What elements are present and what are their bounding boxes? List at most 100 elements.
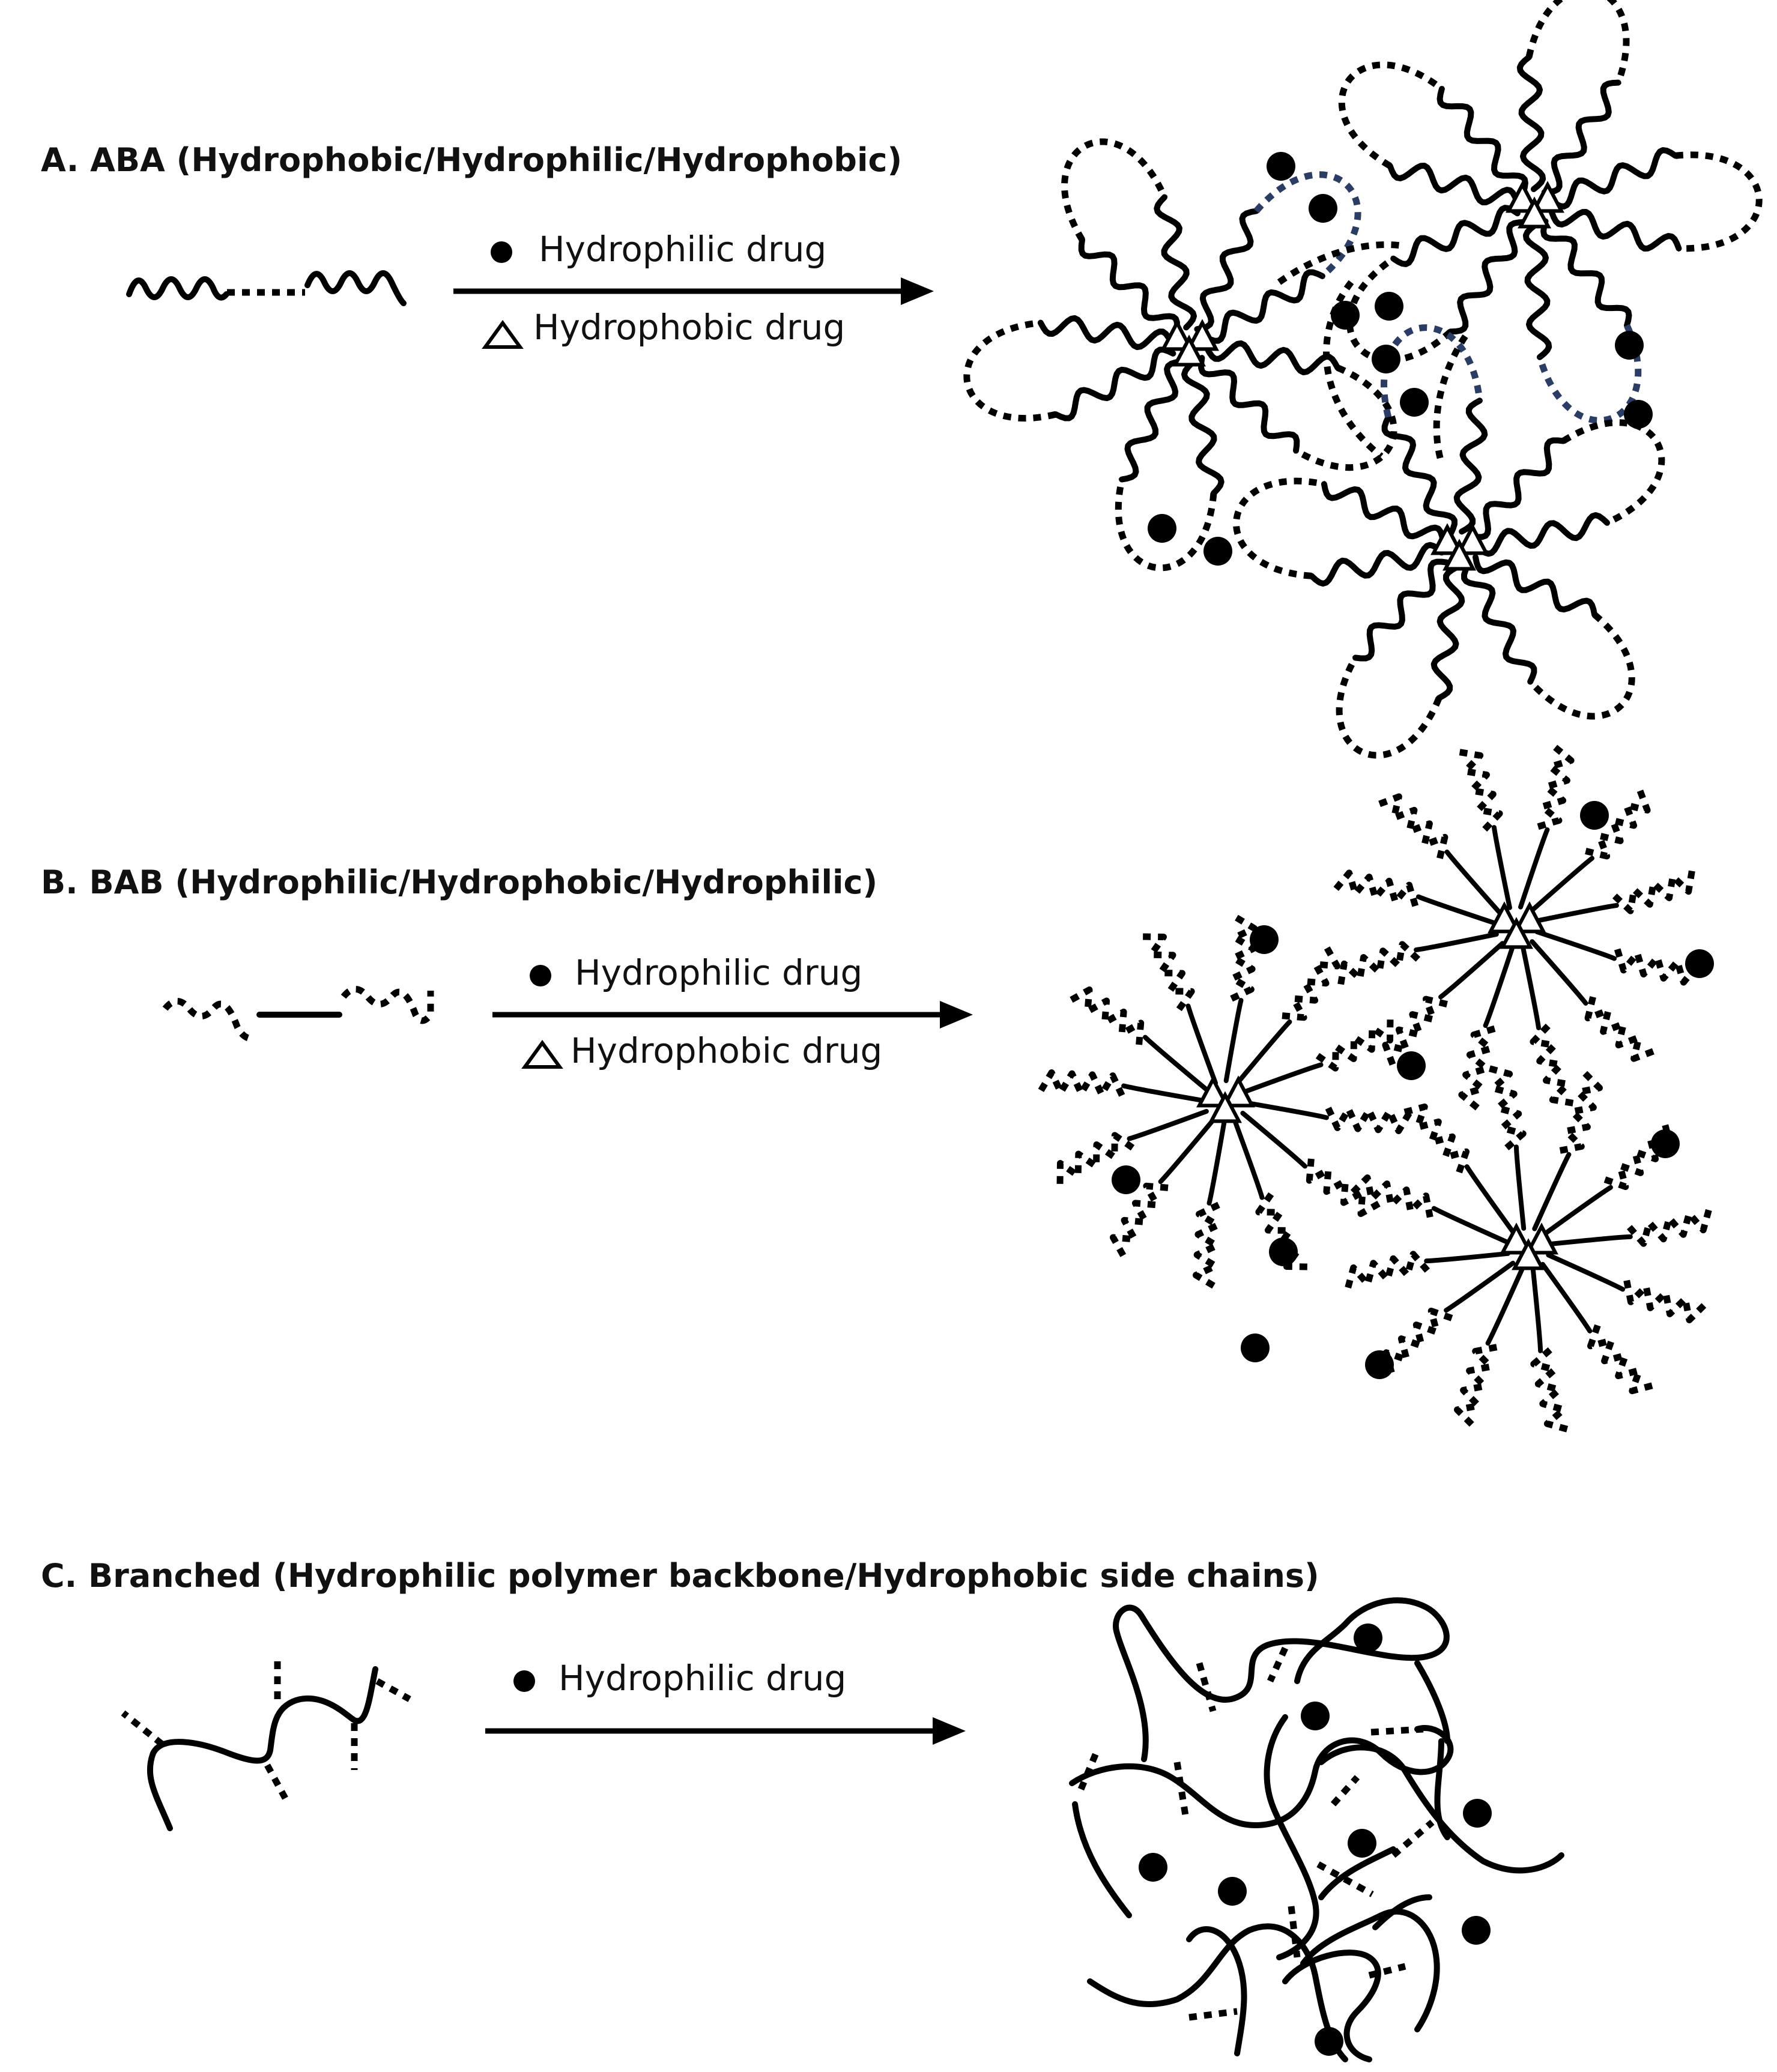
bridge-loop [1433,334,1468,464]
hydrophobic-block [1234,1019,1292,1087]
hydrophilic-loop [1381,324,1483,418]
hydrophilic-loop [1525,0,1630,84]
flower-micelle [963,138,1397,572]
hydrophilic-block [1488,1065,1527,1150]
hydrophobic-block [1532,1152,1572,1231]
hydrophilic-drug-icon [491,241,512,263]
hydrophilic-block [1306,1158,1382,1217]
hydrophilic-block [1530,1023,1575,1107]
legend-b-hydrophobic: Hydrophobic drug [571,1030,882,1071]
hydrophobic-block [1541,1185,1613,1237]
hydrophobic-block [1468,437,1566,540]
hydrophobic-block [1548,209,1682,252]
hydrophobic-block [1181,360,1225,497]
hydrophobic-drug-icon [1500,917,1533,949]
flower-micelle [1338,0,1763,424]
hydrophilic-loop [1346,256,1453,364]
hydrophobic-block [1223,998,1244,1083]
arrow-head-icon [901,277,934,305]
hydrophilic-loop [1561,419,1665,526]
hydrophilic-block [1530,1347,1569,1433]
hydrophobic-block [1416,894,1498,926]
hydrophilic-drugs [1148,152,1653,566]
hydrophobic-block [1198,355,1300,454]
hydrophobic-block [1241,1062,1324,1095]
hydrophilic-block [1458,748,1503,832]
star-micelle [1333,744,1700,1111]
hydrophilic-loop [1336,656,1442,759]
hydrophilic-block [1110,1182,1169,1258]
hydrophobic-block [1309,542,1445,587]
hydrophilic-block [1377,793,1449,859]
arrow-head-icon [933,1717,966,1745]
hydrophobic-block [1119,358,1184,483]
hydrophilic-block [1623,1279,1707,1323]
arrow-head-icon [940,1001,973,1028]
hydrophobic-drug-icon [1506,181,1539,213]
hydrophobic-drug-icon [1518,196,1551,229]
hydrophilic-block [1344,1251,1430,1290]
hydrophobic-block [1518,827,1550,910]
hydrophilic-block [1193,1201,1221,1290]
hydrophobic-drug-icon [1442,539,1476,571]
hydrophilic-loop [963,319,1057,421]
hydrophilic-block [1282,945,1340,1021]
hydrophobic-block [1546,1234,1633,1247]
hydrophobic-block [1530,1267,1543,1353]
hydrophobic-drug-icon [1185,319,1219,351]
hydrophilic-block [1612,869,1696,914]
hydrophilic-block [1068,986,1145,1045]
hydrophobic-block [1194,208,1259,333]
hydrophobic-drug-icon [1512,1238,1545,1270]
hydrophilic-block [1537,744,1575,830]
hydrophobic-block [1447,219,1528,335]
hydrophobic-block [1444,850,1503,916]
hydrophobic-block [1534,929,1617,961]
hydrophobic-block [1485,1266,1525,1346]
hydrophobic-block [1121,1083,1206,1104]
hydrophobic-drug-icon [1430,523,1464,555]
hydrophobic-block [1534,903,1619,923]
hydrophilic-loop [1338,61,1444,169]
hydrophobic-block [1473,554,1598,618]
hydrophilic-loop [1536,324,1642,424]
hydrophilic-block [1587,1324,1654,1395]
hydrophobic-block [1430,564,1465,701]
hydrophilic-drug-icon [530,965,551,986]
hydrophobic-block [1202,269,1325,344]
hydrophilic-block [1229,914,1258,1002]
hydrophilic-loop [1233,477,1325,579]
hydrophobic-block [1203,340,1341,375]
hydrophobic-block [1232,1118,1265,1200]
hydrophobic-block [1546,1252,1626,1292]
hydrophobic-block [1414,932,1499,952]
hydrophilic-drug-icon [513,1670,535,1692]
hydrophilic-loop [1528,612,1635,720]
hydrophilic-block [1142,933,1195,1012]
hydrophobic-drug-icon [1196,1075,1230,1108]
hydrophobic-block [1431,1206,1511,1245]
hydrophobic-block [1474,512,1610,557]
hydrophobic-block [1461,562,1537,685]
hydrophobic-drug-icon [1221,1075,1255,1108]
hydrophobic-drug-icon [1208,1091,1242,1123]
panel-a-title: A. ABA (Hydrophobic/Hydrophilic/Hydropho… [41,141,902,179]
hydrophobic-block [1528,856,1594,914]
aba-copolymer [126,270,407,306]
hydrophobic-block [1185,1003,1218,1086]
panel-c-title: C. Branched (Hydrophilic polymer backbon… [41,1557,1319,1595]
hydrophobic-block [1530,939,1588,1006]
hydrophobic-block [1127,1109,1209,1141]
star-micelle [1037,914,1413,1290]
hydrophilic-block [1337,941,1421,986]
hydrophilic-block [1454,1344,1498,1428]
hydrophilic-block [1333,869,1419,907]
bab-copolymer [162,986,434,1042]
hydrophobic-drug-icon [521,1039,563,1069]
panel-b-title: B. BAB (Hydrophilic/Hydrophobic/Hydrophi… [41,863,877,901]
panel-c: C. Branched (Hydrophilic polymer backbon… [41,1557,1564,2062]
branched-copolymer [121,1658,411,1831]
hydrophobic-block [1513,1144,1527,1231]
hydrophilic-loop [1294,364,1397,471]
hydrophobic-block [1540,1261,1593,1334]
